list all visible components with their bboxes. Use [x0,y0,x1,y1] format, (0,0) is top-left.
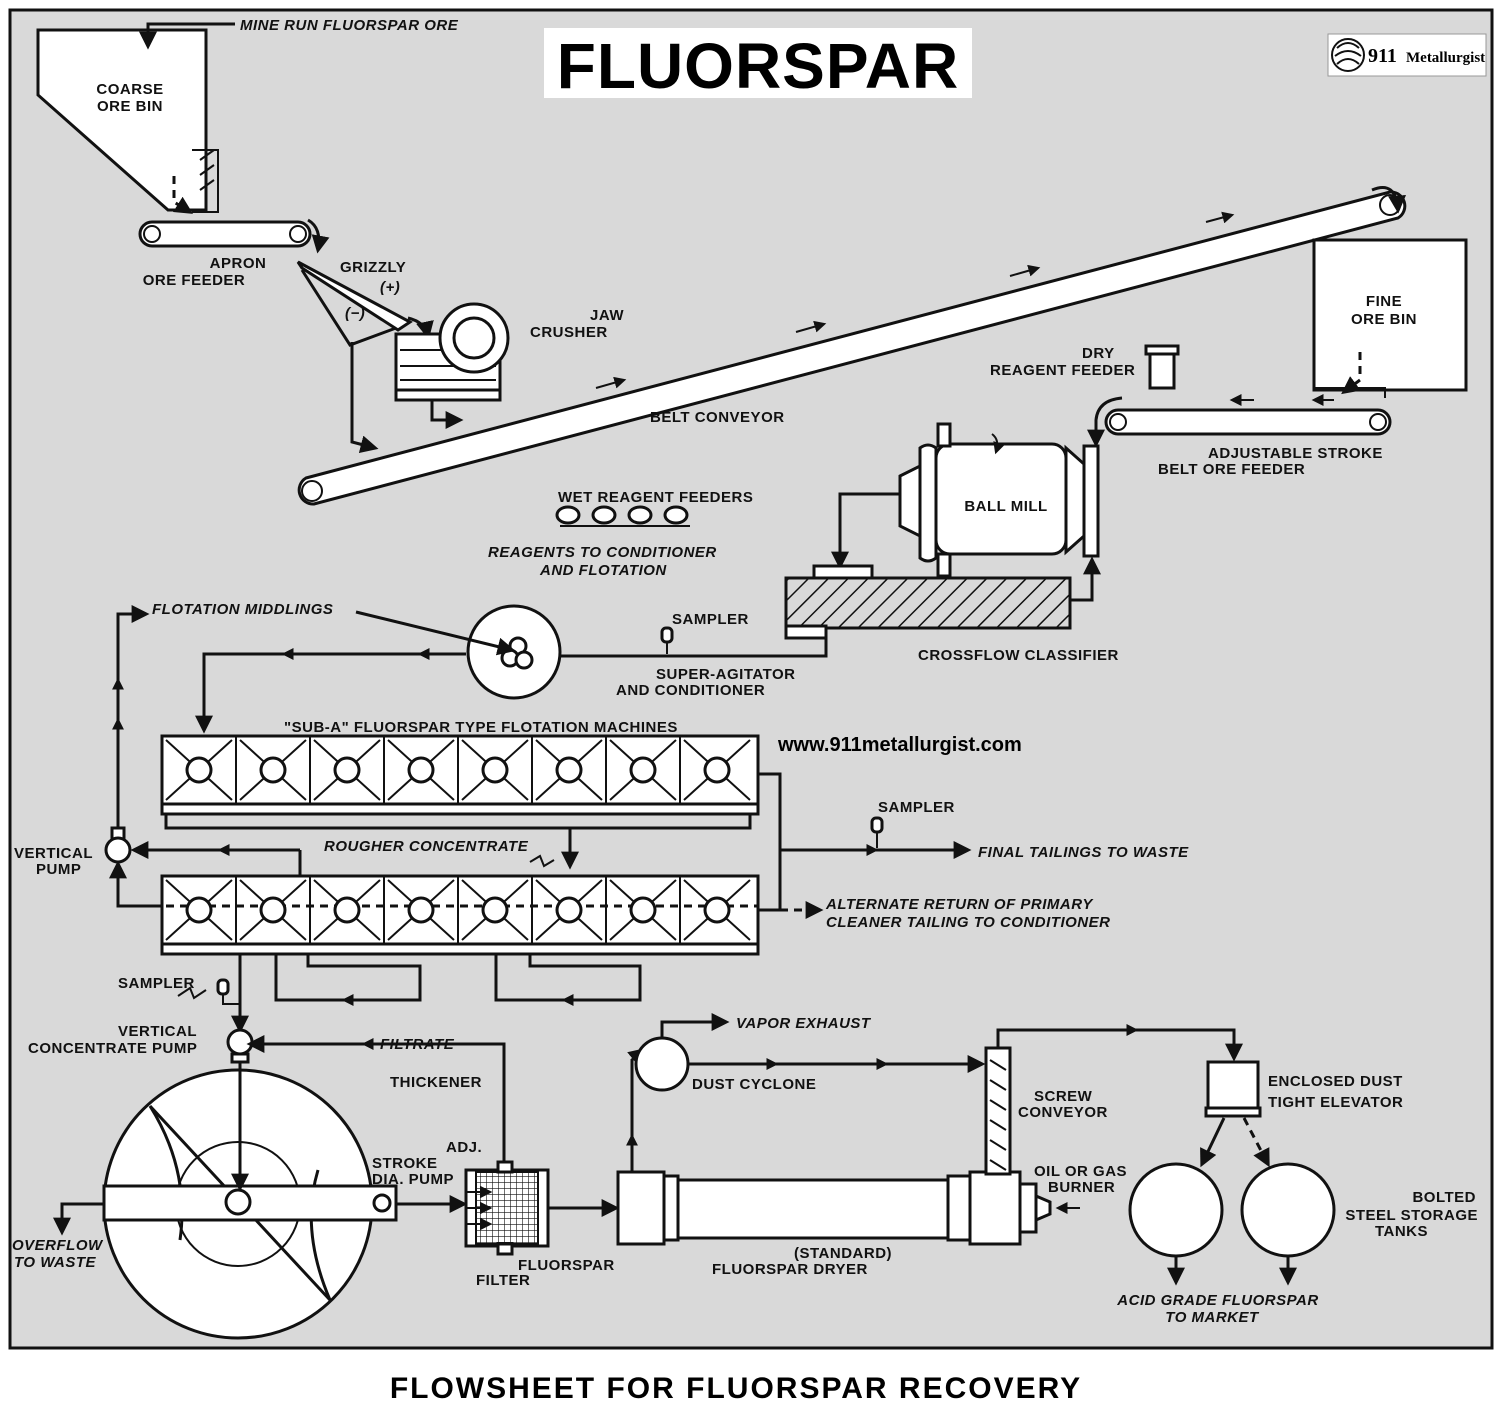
ball-mill-label: BALL MILL [964,498,1047,515]
wet-reagent-label: WET REAGENT FEEDERS [558,489,753,506]
alternate-return-label-2: CLEANER TAILING TO CONDITIONER [826,914,1110,931]
acid-grade-label-1: ACID GRADE FLUORSPAR [1116,1292,1318,1309]
crossflow-classifier [784,564,1072,640]
vertical-conc-label-2: CONCENTRATE PUMP [28,1040,197,1057]
adj-pump-label-3: DIA. PUMP [372,1171,454,1188]
acid-grade-label-2: TO MARKET [1165,1309,1260,1326]
dry-reagent-label-2: REAGENT FEEDER [990,362,1135,379]
coarse-bin-label-1: COARSE [96,81,163,98]
super-agitator-label-2: AND CONDITIONER [616,682,765,699]
sampler-label-1: SAMPLER [672,611,749,628]
flowsheet-caption: FLOWSHEET FOR FLUORSPAR RECOVERY [390,1372,1082,1405]
sampler-label-3: SAMPLER [118,975,195,992]
vertical-concentrate-pump [226,1028,254,1064]
belt-conveyor-label: BELT CONVEYOR [650,409,785,426]
flotation-middlings-label: FLOTATION MIDDLINGS [152,601,333,618]
coarse-bin-label-2: ORE BIN [97,98,163,115]
rougher-flotation-machines [160,734,760,816]
ball-mill [898,422,1100,578]
dryer-label-2: FLUORSPAR DRYER [712,1261,868,1278]
super-agitator-conditioner [466,604,562,700]
cleaner-flotation-machines [160,874,760,956]
belt-conveyor [297,190,1407,506]
reagents-label-1: REAGENTS TO CONDITIONER [488,544,717,561]
overflow-label-2: TO WASTE [14,1254,97,1271]
grizzly-label: GRIZZLY [340,259,406,276]
final-tailings-label: FINAL TAILINGS TO WASTE [978,844,1189,861]
fine-ore-bin [1312,238,1468,392]
adj-feeder-label-1: ADJUSTABLE STROKE [1208,445,1383,462]
sampler-tailings [870,816,884,848]
reagents-label-2: AND FLOTATION [539,562,667,579]
elevator-label-1: ENCLOSED DUST [1268,1073,1403,1090]
screw-label-1: SCREW [1034,1088,1093,1105]
mine-run-label: MINE RUN FLUORSPAR ORE [240,17,459,34]
sampler-conditioner-feed [660,626,674,654]
burner-label-1: OIL OR GAS [1034,1163,1127,1180]
grizzly-plus-label: (+) [380,279,400,296]
screw-conveyor [984,1046,1012,1176]
dry-reagent-label-1: DRY [1082,345,1115,362]
adjustable-stroke-belt-feeder [1104,408,1392,436]
enclosed-dust-tight-elevator [1204,1060,1262,1118]
overflow-label-1: OVERFLOW [12,1237,104,1254]
dryer-label-1: (STANDARD) [794,1245,892,1262]
adj-pump-label-1: ADJ. [446,1139,482,1156]
filtrate-label: FILTRATE [380,1036,455,1053]
apron-label-2: ORE FEEDER [143,272,246,289]
steel-storage-tanks [1128,1162,1336,1258]
website-label: www.911metallurgist.com [777,734,1022,756]
burner-label-2: BURNER [1048,1179,1115,1196]
tanks-label-3: TANKS [1375,1223,1428,1240]
jaw-label-1: JAW [590,307,624,324]
vertical-pump-label-1: VERTICAL [14,845,93,862]
apron-label-1: APRON [210,255,267,272]
vertical-conc-label-1: VERTICAL [118,1023,197,1040]
fluorspar-filter [464,1160,550,1256]
grizzly-minus-label: (−) [345,305,365,322]
dust-cyclone [634,1036,690,1092]
metallurgist-logo: 911 Metallurgist [1327,33,1487,77]
sampler-label-2: SAMPLER [878,799,955,816]
vapor-exhaust-label: VAPOR EXHAUST [736,1015,872,1032]
logo-number: 911 [1368,45,1397,67]
jaw-crusher [394,302,510,402]
vertical-pump-label-2: PUMP [36,861,81,878]
adj-feeder-label-2: BELT ORE FEEDER [1158,461,1305,478]
dry-reagent-feeder [1144,344,1180,390]
fine-bin-label-2: ORE BIN [1351,311,1417,328]
adj-pump-label-2: STROKE [372,1155,438,1172]
crossflow-label: CROSSFLOW CLASSIFIER [918,647,1119,664]
alternate-return-label-1: ALTERNATE RETURN OF PRIMARY [825,896,1094,913]
filter-label-1: FLUORSPAR [518,1257,615,1274]
elevator-label-2: TIGHT ELEVATOR [1268,1094,1403,1111]
sampler-concentrate [216,978,240,1005]
tanks-label-2: STEEL STORAGE [1345,1207,1478,1224]
filter-label-2: FILTER [476,1272,530,1289]
tanks-label-1: BOLTED [1412,1189,1476,1206]
thickener-label: THICKENER [390,1074,482,1091]
rougher-concentrate-label: ROUGHER CONCENTRATE [324,838,529,855]
wet-reagent-feeders [555,505,690,527]
super-agitator-label-1: SUPER-AGITATOR [656,666,796,683]
dust-cyclone-label: DUST CYCLONE [692,1076,816,1093]
fine-bin-label-1: FINE [1366,293,1402,310]
logo-name: Metallurgist [1406,50,1485,66]
jaw-label-2: CRUSHER [530,324,608,341]
sub-a-label: "SUB-A" FLUORSPAR TYPE FLOTATION MACHINE… [284,719,678,736]
apron-ore-feeder [138,220,312,248]
page-title: FLUORSPAR [557,30,959,102]
screw-label-2: CONVEYOR [1018,1104,1108,1121]
grizzly [296,260,413,332]
fluorspar-dryer [616,1170,1052,1246]
